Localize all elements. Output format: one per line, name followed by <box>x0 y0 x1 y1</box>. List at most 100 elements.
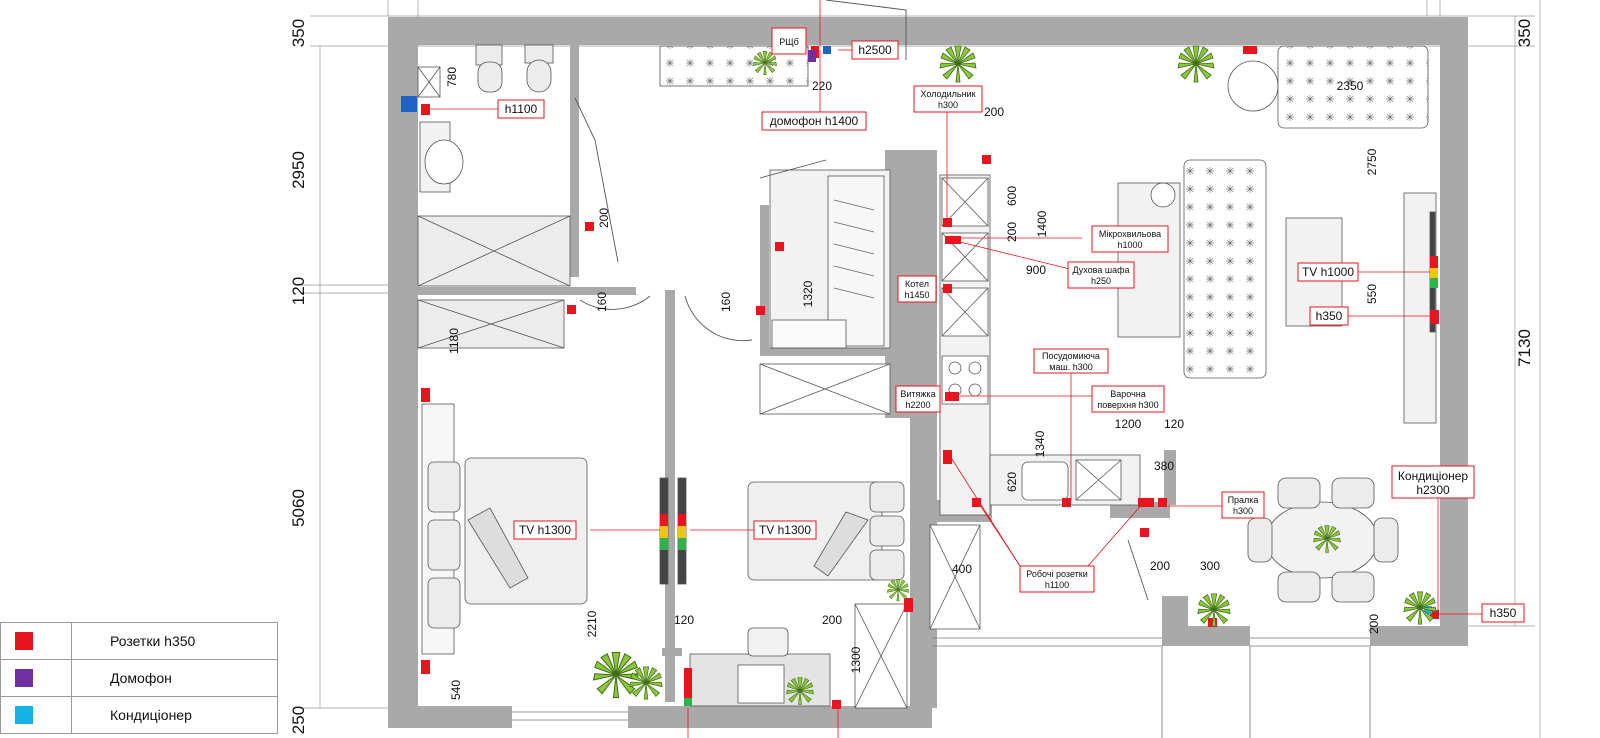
svg-text:TV h1300: TV h1300 <box>759 523 811 537</box>
dim-620: 620 <box>1005 472 1019 492</box>
ac-label: Кондиціонер h2300 <box>1391 465 1475 499</box>
svg-text:РЩб: РЩб <box>779 37 799 47</box>
dim-right-7130: 7130 <box>1515 329 1534 367</box>
dim-2750: 2750 <box>1365 148 1379 175</box>
h1100-label: h1100 <box>497 99 545 119</box>
rshch-label: РЩб <box>771 27 807 55</box>
dim-2210: 2210 <box>585 610 599 637</box>
svg-text:Мікрохвильова: Мікрохвильова <box>1099 229 1161 239</box>
dishwasher-label: Посудомиюча маш. h300 <box>1033 348 1109 374</box>
dim-200-b: 200 <box>984 105 1004 119</box>
inner-dimensions: 780 200 160 1180 160 1320 220 200 600 20… <box>445 67 1381 700</box>
dim-160-b: 160 <box>719 292 733 312</box>
svg-text:h2300: h2300 <box>1416 483 1450 497</box>
tv-living-label: TV h1000 <box>1297 262 1359 282</box>
dim-left-2950: 2950 <box>289 151 308 189</box>
dim-200-a: 200 <box>597 208 611 228</box>
dim-1300: 1300 <box>849 646 863 673</box>
h2500-label: h2500 <box>851 40 899 60</box>
dim-780: 780 <box>445 67 459 87</box>
ac-swatch <box>15 706 33 724</box>
dim-900: 900 <box>1026 263 1046 277</box>
dim-left-250: 250 <box>289 706 308 734</box>
svg-text:h2500: h2500 <box>858 43 892 57</box>
tv-bed-left-label: TV h1300 <box>513 520 577 540</box>
dim-200-e: 200 <box>1367 614 1381 634</box>
tv-bed-right-label: TV h1300 <box>753 520 817 540</box>
dim-left-5060: 5060 <box>289 489 308 527</box>
legend-table: Розетки h350 Домофон Кондиціонер <box>0 622 278 734</box>
legend-label: Розетки h350 <box>71 622 278 660</box>
svg-text:TV h1000: TV h1000 <box>1302 265 1354 279</box>
boiler-label: Котел h1450 <box>897 275 937 303</box>
dim-200-f: 200 <box>822 613 842 627</box>
plants <box>593 45 1437 705</box>
dim-200-c: 200 <box>1005 222 1019 242</box>
svg-text:Варочна: Варочна <box>1110 389 1146 399</box>
svg-text:Котел: Котел <box>905 279 929 289</box>
svg-text:Витяжка: Витяжка <box>900 389 935 399</box>
dim-160-a: 160 <box>595 292 609 312</box>
dim-400: 400 <box>952 562 972 576</box>
svg-text:h350: h350 <box>1490 606 1517 620</box>
microwave-label: Мікрохвильова h1000 <box>1091 225 1169 253</box>
svg-text:h350: h350 <box>1316 309 1343 323</box>
dim-380: 380 <box>1154 459 1174 473</box>
socket-swatch <box>15 632 33 650</box>
svg-text:домофон h1400: домофон h1400 <box>770 114 859 128</box>
svg-text:h2200: h2200 <box>905 400 930 410</box>
oven-label: Духова шафа h250 <box>1067 261 1135 289</box>
intercom-swatch <box>15 669 33 687</box>
dim-600: 600 <box>1005 186 1019 206</box>
svg-text:Кондиціонер: Кондиціонер <box>1398 469 1469 483</box>
legend-row: Кондиціонер <box>0 696 278 734</box>
legend-row: Розетки h350 <box>0 622 278 660</box>
dim-left-350: 350 <box>289 19 308 47</box>
dim-200-d: 200 <box>1150 559 1170 573</box>
callouts: РЩб h2500 домофон h1400 h1100 Холодильни… <box>497 27 1525 623</box>
dim-1180: 1180 <box>447 328 461 354</box>
svg-text:h300: h300 <box>1233 506 1253 516</box>
fridge-label: Холодильник h300 <box>913 85 983 113</box>
h350-living-label: h350 <box>1309 306 1349 326</box>
walls <box>388 17 1468 728</box>
svg-text:TV h1300: TV h1300 <box>519 523 571 537</box>
svg-text:Робочі розетки: Робочі розетки <box>1026 569 1088 579</box>
hood-label: Витяжка h2200 <box>895 385 941 413</box>
domofon-label: домофон h1400 <box>761 111 867 131</box>
svg-text:маш. h300: маш. h300 <box>1049 362 1092 372</box>
hob-label: Варочна поверхня h300 <box>1091 385 1165 413</box>
work-sockets-label: Робочі розетки h1100 <box>1019 565 1095 593</box>
svg-text:h1100: h1100 <box>505 102 538 116</box>
dim-540: 540 <box>449 680 463 700</box>
dim-right-350: 350 <box>1515 19 1534 47</box>
dim-1200: 1200 <box>1115 417 1142 431</box>
dim-300: 300 <box>1200 559 1220 573</box>
dim-2350: 2350 <box>1337 79 1364 93</box>
svg-text:h250: h250 <box>1091 276 1111 286</box>
outer-dimensions: 350 2950 120 5060 250 350 7130 <box>289 19 1534 734</box>
svg-text:Посудомиюча: Посудомиюча <box>1042 351 1100 361</box>
washer-label: Пралка h300 <box>1221 491 1265 519</box>
svg-text:Духова шафа: Духова шафа <box>1072 265 1129 275</box>
dim-220: 220 <box>812 79 832 93</box>
dim-1400: 1400 <box>1035 210 1049 237</box>
dim-120-b: 120 <box>674 613 694 627</box>
dim-550: 550 <box>1365 284 1379 304</box>
svg-text:h1000: h1000 <box>1117 240 1142 250</box>
legend-label: Домофон <box>71 659 278 697</box>
svg-text:Холодильник: Холодильник <box>920 89 975 99</box>
dim-1320: 1320 <box>801 280 815 307</box>
h350-corner-label: h350 <box>1481 603 1525 623</box>
dim-1340: 1340 <box>1033 430 1047 457</box>
svg-text:h1450: h1450 <box>904 290 929 300</box>
svg-text:поверхня h300: поверхня h300 <box>1097 400 1158 410</box>
svg-text:h300: h300 <box>938 100 958 110</box>
dim-left-120: 120 <box>289 277 308 305</box>
legend-row: Домофон <box>0 659 278 697</box>
legend-label: Кондиціонер <box>71 696 278 734</box>
dim-120-a: 120 <box>1164 417 1184 431</box>
svg-text:Пралка: Пралка <box>1228 495 1259 505</box>
svg-text:h1100: h1100 <box>1045 580 1069 590</box>
